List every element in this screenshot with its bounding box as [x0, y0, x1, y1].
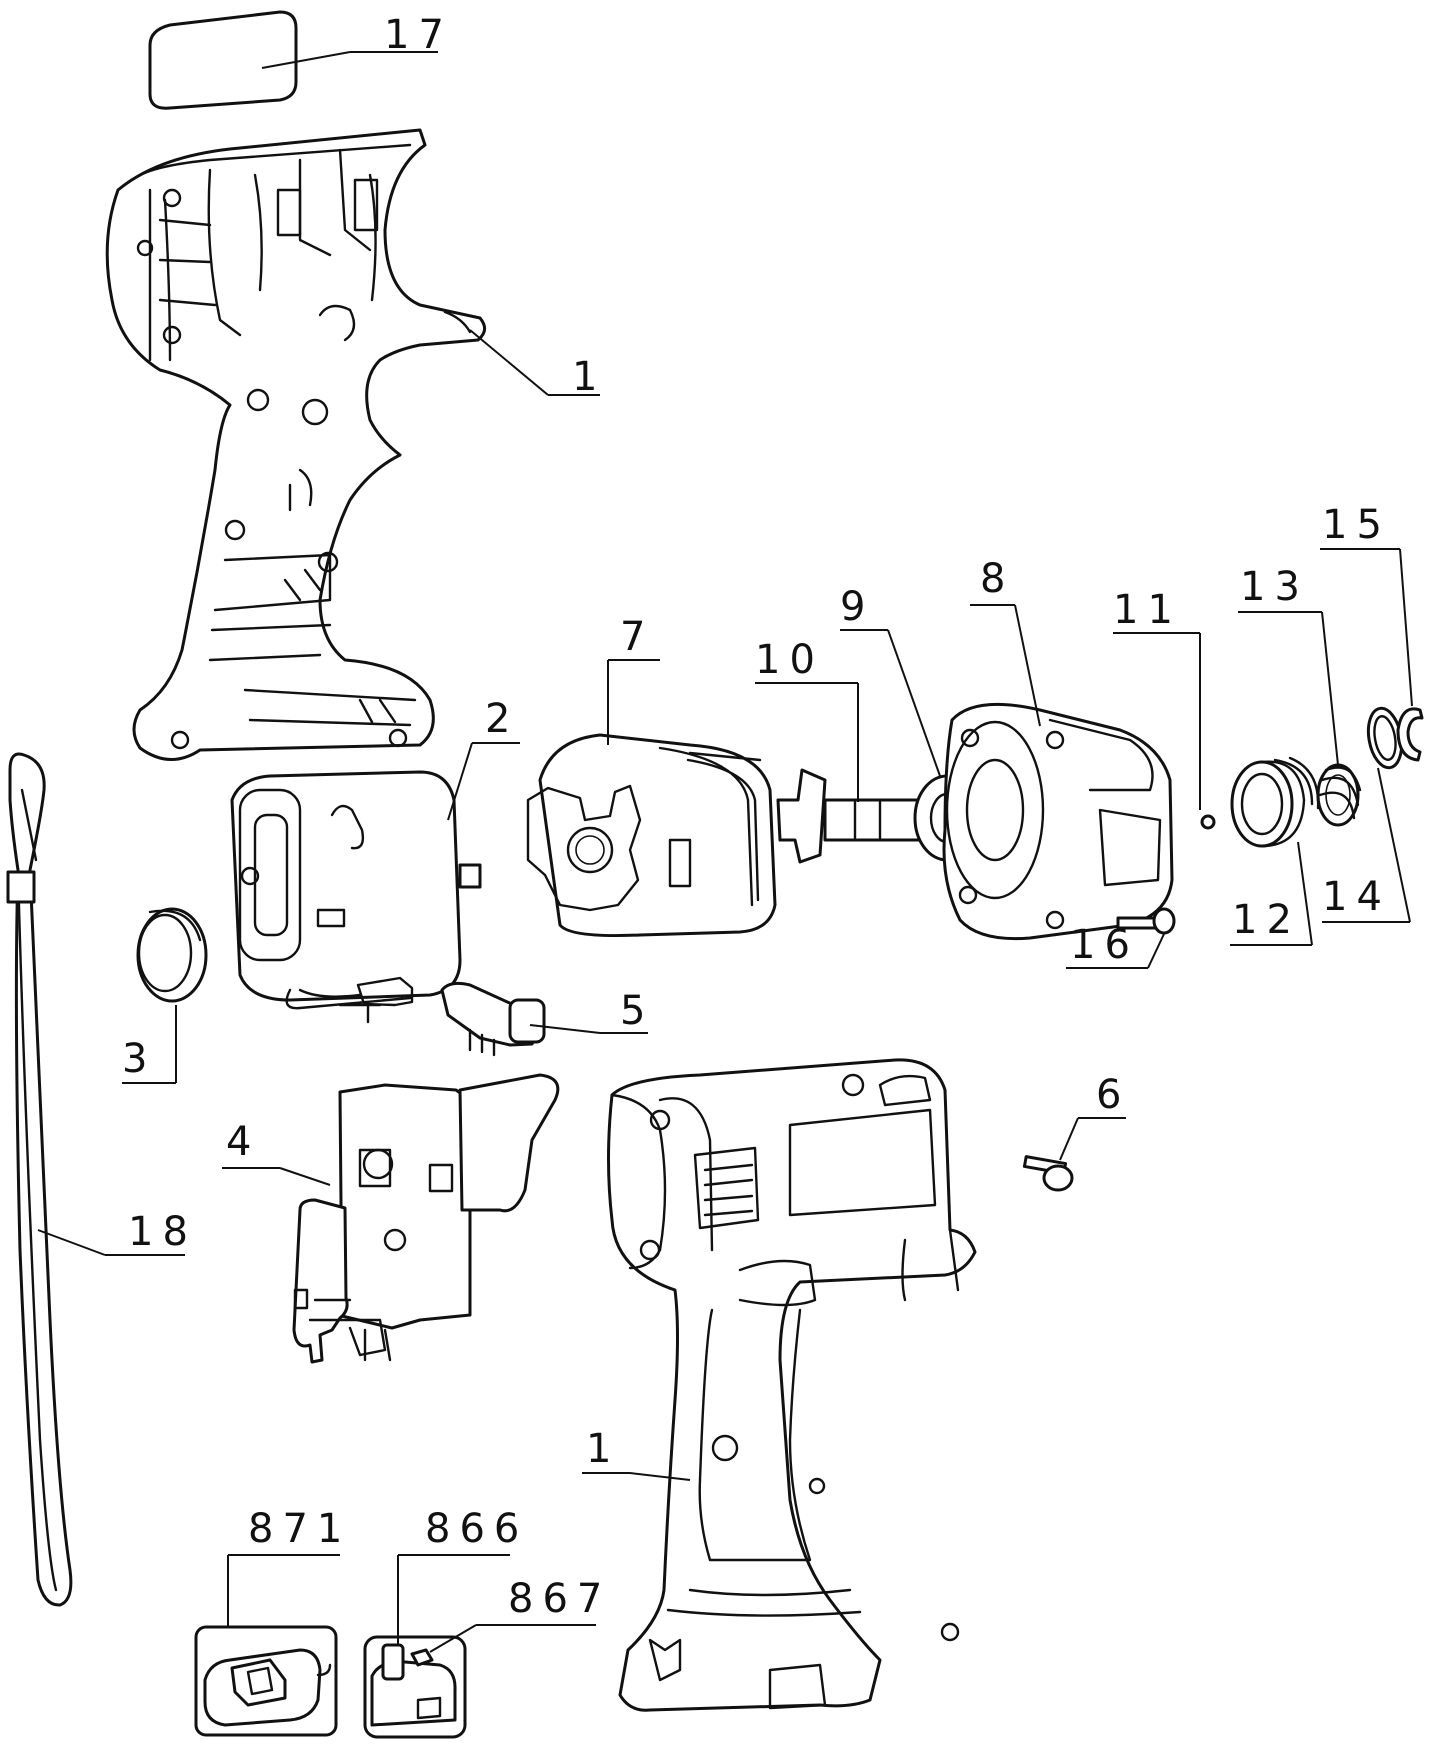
part-7-gear-case	[526, 733, 777, 938]
callout-1-bottom: 1	[586, 1426, 620, 1472]
leader-2	[447, 742, 473, 821]
callout-11: 11	[1113, 587, 1182, 633]
callout-866: 866	[425, 1506, 528, 1552]
callout-15: 15	[1322, 502, 1391, 548]
callout-1-top: 1	[572, 354, 606, 400]
part-3-end-cap	[136, 907, 208, 1003]
part-17-label	[148, 10, 298, 110]
part-18-lanyard	[6, 752, 73, 1607]
part-2-motor	[230, 770, 482, 1010]
callout-9: 9	[840, 584, 874, 630]
callout-3: 3	[122, 1036, 156, 1082]
part-12-sleeve	[1230, 756, 1320, 848]
part-5-connector	[298, 976, 546, 1057]
leader-9	[887, 629, 941, 777]
part-15-retaining-ring	[1396, 707, 1424, 762]
leader-15	[1399, 548, 1413, 707]
leader-867	[429, 1624, 477, 1653]
callout-16: 16	[1070, 922, 1139, 968]
part-871-charger	[194, 1625, 338, 1737]
part-866-battery	[363, 1635, 467, 1739]
callout-871: 871	[248, 1506, 351, 1552]
part-6-screw	[1022, 1155, 1074, 1192]
part-1-housing-left-half	[105, 128, 486, 761]
callout-8: 8	[980, 556, 1014, 602]
callout-7: 7	[620, 614, 654, 660]
leader-12	[1297, 841, 1313, 946]
leader-8	[1014, 604, 1041, 727]
callout-5: 5	[620, 988, 654, 1034]
leader-4	[279, 1167, 331, 1186]
part-11-ball	[1200, 814, 1216, 830]
callout-6: 6	[1096, 1072, 1130, 1118]
callout-18: 18	[128, 1209, 197, 1255]
part-4-switch	[292, 1073, 560, 1364]
part-867-battery-cap	[410, 1648, 434, 1667]
part-16-screw	[1116, 907, 1176, 935]
part-1-housing-assembled	[607, 1058, 977, 1712]
leader-13	[1321, 611, 1339, 766]
leader-18	[37, 1229, 106, 1256]
part-13-spring	[1316, 763, 1362, 827]
part-8-nose-housing	[942, 702, 1174, 941]
leader-6	[1059, 1117, 1079, 1161]
callout-17: 17	[384, 12, 453, 58]
leader-17	[261, 51, 351, 69]
callout-14: 14	[1322, 874, 1391, 920]
leader-5	[529, 1024, 601, 1034]
leader-1-bottom	[629, 1472, 691, 1481]
leader-1-top	[469, 329, 549, 396]
callout-867: 867	[508, 1576, 611, 1622]
callout-10: 10	[755, 637, 824, 683]
leader-14	[1377, 767, 1411, 923]
callout-13: 13	[1240, 564, 1309, 610]
callout-2: 2	[485, 696, 519, 742]
callout-12: 12	[1232, 897, 1301, 943]
leader-16	[1147, 933, 1165, 969]
callout-4: 4	[226, 1119, 260, 1165]
